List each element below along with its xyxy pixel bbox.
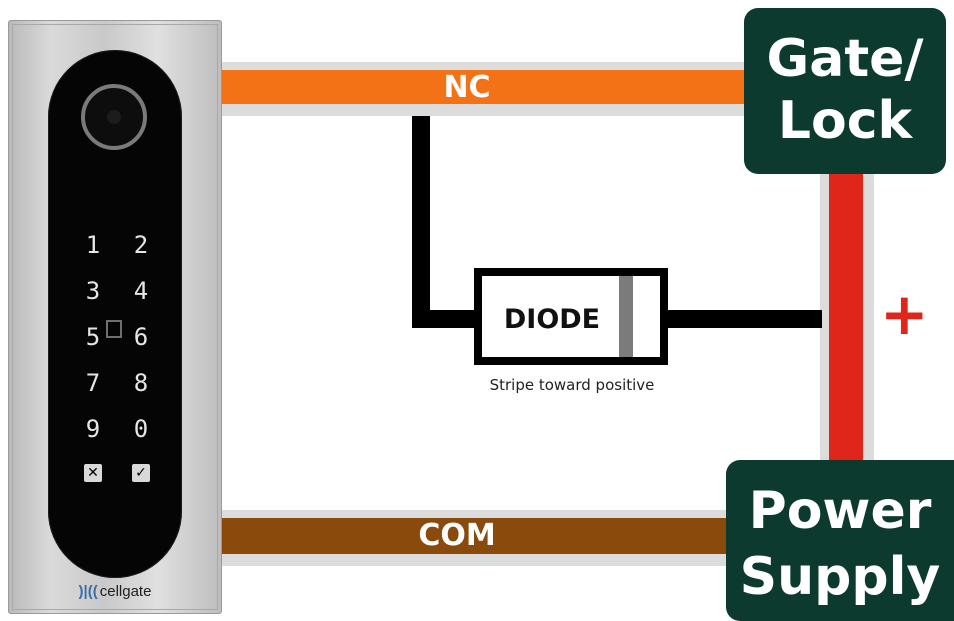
camera-icon <box>81 84 147 150</box>
key-8: 8 <box>133 369 149 397</box>
nc-wire-core: NC <box>222 70 752 105</box>
brand-mark: )|(( <box>78 583 98 600</box>
diode-label: DIODE <box>503 304 601 335</box>
diode-lead-left <box>412 310 478 328</box>
card-reader-icon <box>106 320 122 338</box>
brand-name: cellgate <box>99 583 152 600</box>
keypad-panel: 1 2 3 4 5 6 7 8 9 0 ✕ ✓ <box>48 50 182 578</box>
positive-wire <box>820 170 874 470</box>
key-4: 4 <box>133 277 149 305</box>
diode-stripe <box>619 276 633 357</box>
diode-caption: Stripe toward positive <box>489 376 655 394</box>
key-5: 5 <box>85 323 101 351</box>
device-frame <box>12 24 218 610</box>
gate-lock-box: Gate/ Lock <box>744 8 946 174</box>
power-supply-line1: Power <box>748 481 932 541</box>
power-supply-line2: Supply <box>739 547 941 607</box>
diode: DIODE <box>474 268 668 365</box>
diode-lead-right <box>664 310 822 328</box>
key-1: 1 <box>85 231 101 259</box>
key-6: 6 <box>133 323 149 351</box>
key-9: 9 <box>85 415 101 443</box>
key-7: 7 <box>85 369 101 397</box>
diode-lead-vertical <box>412 116 430 328</box>
keypad-device: 1 2 3 4 5 6 7 8 9 0 ✕ ✓ )|((cellgate <box>8 20 222 614</box>
key-2: 2 <box>133 231 149 259</box>
gate-lock-line2: Lock <box>777 91 913 151</box>
key-0: 0 <box>133 415 149 443</box>
nc-wire: NC <box>222 62 752 116</box>
positive-wire-core <box>829 170 863 470</box>
confirm-icon: ✓ <box>132 464 150 482</box>
nc-label: NC <box>443 70 491 105</box>
com-wire-core: COM <box>222 518 732 554</box>
camera-lens <box>107 110 121 124</box>
com-wire: COM <box>222 510 732 566</box>
cancel-icon: ✕ <box>84 464 102 482</box>
gate-lock-line1: Gate/ <box>766 29 924 89</box>
power-supply-box: Power Supply <box>726 460 954 621</box>
com-label: COM <box>418 518 496 553</box>
positive-symbol: + <box>880 280 929 348</box>
key-3: 3 <box>85 277 101 305</box>
brand-logo: )|((cellgate <box>8 583 222 600</box>
